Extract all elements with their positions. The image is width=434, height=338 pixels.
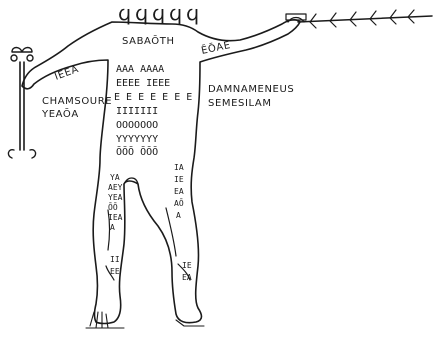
torso-row: YYYYYYY <box>116 134 158 145</box>
name-semesilam: SEMESILAM <box>208 98 272 109</box>
name-chamsoure: CHAMSOURE <box>42 96 112 107</box>
torso-row: IIIIIII <box>116 106 158 117</box>
left-leg-vowels: YA AEY YEA ŌŌ IEA A II EE <box>108 173 123 276</box>
left-shin-row: EE <box>110 267 120 276</box>
torso-row: EEEE IEEE <box>116 78 170 89</box>
right-leg-row: IA <box>174 163 184 172</box>
left-leg-row: AEY <box>108 183 123 192</box>
staff-icon <box>8 48 35 159</box>
head-glyph-row: ϥ ϥ ϥ ϥ ϥ <box>118 1 200 25</box>
left-shin-row: II <box>110 255 120 264</box>
right-shin-row: EA <box>182 273 192 282</box>
left-leg-row: A <box>110 223 115 232</box>
torso-row: E E E E E E E <box>114 92 192 103</box>
left-leg-row: YA <box>110 173 120 182</box>
left-leg-row: YEA <box>108 193 123 202</box>
head-glyph: ϥ <box>169 1 183 25</box>
torso-row: AAA AAAA <box>116 64 164 75</box>
right-leg-row: A <box>176 211 181 220</box>
head-glyph: ϥ <box>135 1 149 25</box>
right-leg-vowels: IA IE EA AŌ A IE EA <box>174 163 192 282</box>
left-leg-row: IEA <box>108 213 123 222</box>
left-leg-row: ŌŌ <box>108 202 118 212</box>
name-damnameneus: DAMNAMENEUS <box>208 84 294 95</box>
torso-row: ŌŌŌ ŌŌŌ <box>116 145 158 158</box>
torso-vowel-block: AAA AAAA EEEE IEEE E E E E E E E IIIIIII… <box>114 64 192 158</box>
name-sabaoth: SABAŌTH <box>122 34 175 47</box>
head-glyph: ϥ <box>186 1 200 25</box>
head-glyph: ϥ <box>118 1 132 25</box>
right-leg-row: IE <box>174 175 184 184</box>
name-yeaoa: YEAŌA <box>41 107 79 120</box>
head-glyph: ϥ <box>152 1 166 25</box>
right-leg-row: EA <box>174 187 184 196</box>
right-leg-row: AŌ <box>174 198 184 208</box>
torso-row: OOOOOOO <box>116 120 158 131</box>
branch-icon <box>286 10 432 28</box>
right-shin-row: IE <box>182 261 192 270</box>
name-left-arm: IEEA <box>53 64 80 83</box>
